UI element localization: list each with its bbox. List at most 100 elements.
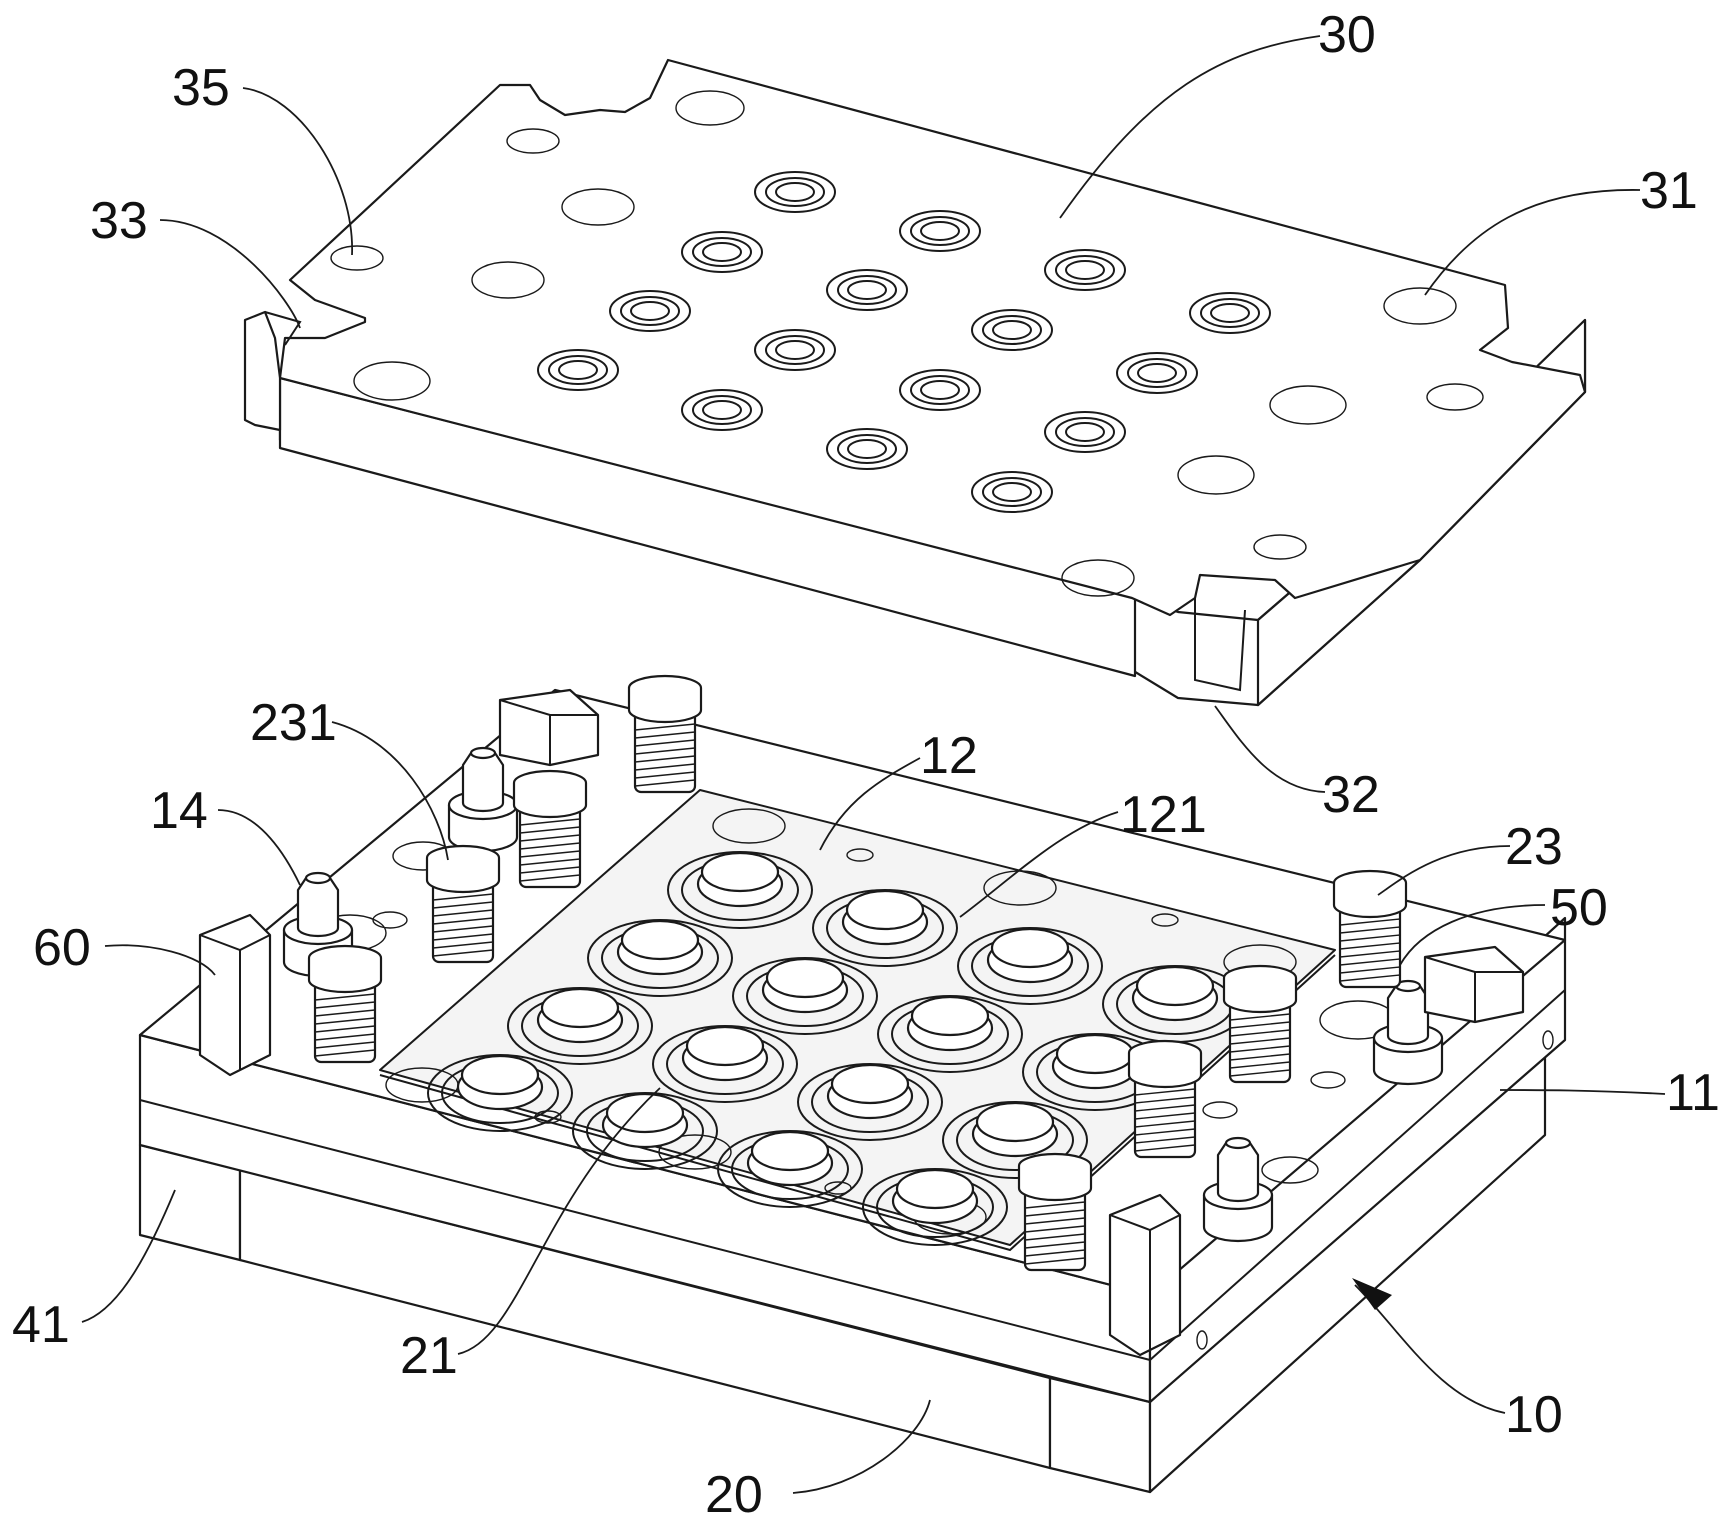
label-31: 31 xyxy=(1640,162,1698,220)
upper-plate xyxy=(243,58,1587,707)
molded-part xyxy=(717,1130,863,1208)
spring-screw xyxy=(1017,1152,1093,1272)
leader-60 xyxy=(104,944,216,976)
frame-parting-line xyxy=(139,989,1566,1362)
label-30: 30 xyxy=(1318,6,1376,64)
press-hole xyxy=(1116,352,1198,394)
press-hole xyxy=(971,471,1053,513)
guide-pin xyxy=(1202,1136,1274,1243)
through-hole xyxy=(561,188,635,226)
press-hole xyxy=(754,329,836,371)
latch xyxy=(498,688,600,767)
label-121: 121 xyxy=(1120,786,1207,844)
leader-31 xyxy=(1424,189,1641,296)
latch xyxy=(1423,945,1525,1024)
carrier-hole xyxy=(658,1134,732,1170)
through-hole xyxy=(675,90,745,126)
molded-part xyxy=(1102,965,1248,1043)
through-hole xyxy=(1177,455,1255,495)
label-12: 12 xyxy=(920,727,978,785)
spring-screw xyxy=(512,769,588,889)
label-50: 50 xyxy=(1550,879,1608,937)
carrier-hole xyxy=(1151,913,1179,927)
molded-part xyxy=(667,851,813,929)
molded-part xyxy=(957,927,1103,1005)
leader-20 xyxy=(792,1399,931,1494)
molded-part xyxy=(942,1101,1088,1179)
label-35: 35 xyxy=(172,59,230,117)
molded-part xyxy=(797,1063,943,1141)
label-32: 32 xyxy=(1322,766,1380,824)
molded-part xyxy=(877,995,1023,1073)
carrier-hole xyxy=(846,848,874,862)
spring-screw xyxy=(307,944,383,1064)
press-hole xyxy=(826,269,908,311)
molded-part xyxy=(862,1168,1008,1246)
label-23: 23 xyxy=(1505,818,1563,876)
press-hole xyxy=(899,210,981,252)
spring-screw xyxy=(1222,964,1298,1084)
leader-11 xyxy=(1499,1089,1666,1095)
spring-screw xyxy=(627,674,703,794)
press-hole xyxy=(681,231,763,273)
latch xyxy=(1108,1193,1182,1357)
upper-plate-through-holes xyxy=(330,90,1484,597)
reference-labels: 30 35 33 31 32 231 12 121 14 23 50 60 11… xyxy=(12,6,1720,1523)
through-hole xyxy=(1253,534,1307,560)
press-hole xyxy=(1044,411,1126,453)
leader-231 xyxy=(331,721,449,861)
label-21: 21 xyxy=(400,1327,458,1385)
latches xyxy=(198,688,1525,1357)
press-hole xyxy=(1044,249,1126,291)
frame-hole xyxy=(372,911,408,929)
carrier-hole xyxy=(983,870,1057,906)
spring-screw xyxy=(1127,1039,1203,1159)
press-hole xyxy=(754,171,836,213)
upper-plate-notch xyxy=(264,311,302,346)
press-hole xyxy=(899,369,981,411)
frame-pin-hole xyxy=(1196,1330,1208,1350)
press-hole xyxy=(681,389,763,431)
through-hole xyxy=(1269,385,1347,425)
arrow-10 xyxy=(1352,1278,1392,1310)
spring-screw xyxy=(425,844,501,964)
frame-hole xyxy=(1202,1101,1238,1119)
leader-12 xyxy=(819,757,921,851)
carrier-hole xyxy=(712,808,786,844)
leader-30 xyxy=(1059,35,1321,219)
label-10: 10 xyxy=(1505,1386,1563,1444)
lower-assembly xyxy=(138,674,1567,1494)
through-hole xyxy=(1426,383,1484,411)
through-hole xyxy=(506,128,560,154)
spring-screw xyxy=(1332,869,1408,989)
press-hole xyxy=(826,428,908,470)
frame-hole xyxy=(1310,1071,1346,1089)
through-hole xyxy=(353,361,431,401)
leader-50 xyxy=(1399,904,1546,966)
molded-part xyxy=(732,957,878,1035)
guide-pins xyxy=(282,746,1444,1243)
frame-hole xyxy=(1261,1156,1319,1184)
carrier-plate-edge xyxy=(379,954,1336,1252)
label-41: 41 xyxy=(12,1296,70,1354)
label-60: 60 xyxy=(33,919,91,977)
through-hole xyxy=(471,261,545,299)
press-hole xyxy=(537,349,619,391)
guide-pin xyxy=(1372,979,1444,1086)
molded-part xyxy=(507,987,653,1065)
guide-pin xyxy=(447,746,519,853)
leader-35 xyxy=(242,87,353,256)
label-33: 33 xyxy=(90,192,148,250)
latch xyxy=(198,913,272,1077)
molded-part xyxy=(652,1025,798,1103)
press-hole xyxy=(609,290,691,332)
molded-part xyxy=(427,1054,573,1132)
upper-plate-slot xyxy=(1194,598,1246,692)
leader-21 xyxy=(457,1087,661,1355)
spring-screws xyxy=(307,674,1408,1272)
leader-23 xyxy=(1377,845,1511,896)
press-hole xyxy=(1189,292,1271,334)
leader-14 xyxy=(217,809,301,886)
